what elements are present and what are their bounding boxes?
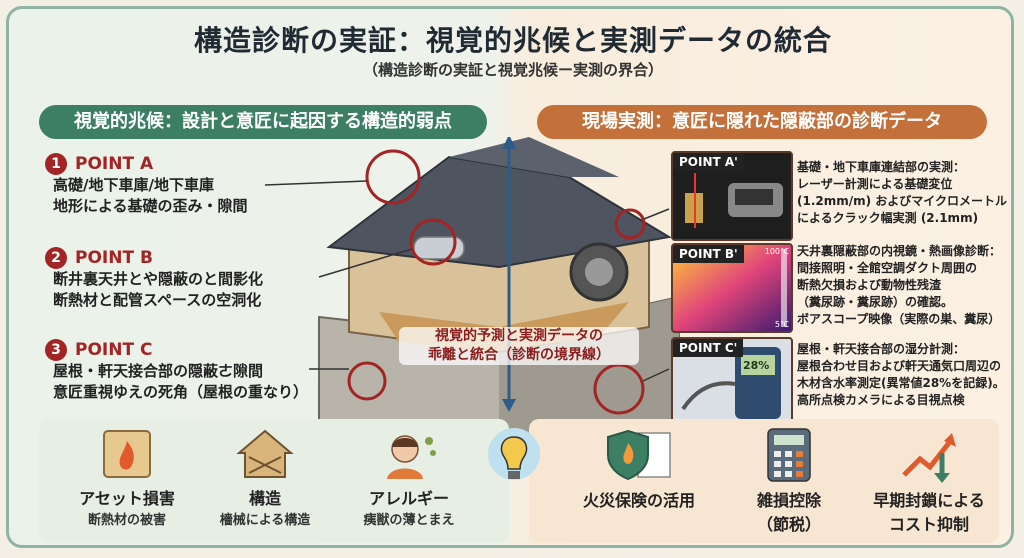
point-c-title: POINT C	[75, 340, 153, 360]
allergy-item: アレルギー 痍獣の薄とまえ	[339, 427, 479, 528]
point-b-prime-line-1: 天井裏隠蔽部の内視鏡・熱画像診断：	[797, 244, 1002, 258]
point-a-line-2: 地形による基礎の歪み・隙間	[53, 197, 248, 215]
center-note-line-1: 視覚的予測と実測データの	[435, 328, 603, 344]
point-a-prime-line-1: 基礎・地下車庫連結部の実測：	[797, 160, 966, 174]
point-c-line-2: 意匠重視ゆえの死角（屋根の重なり）	[53, 383, 309, 401]
point-b-line-2: 断熱材と配管スペースの空洞化	[53, 291, 262, 309]
casualty-deduction-sub: （節税）	[756, 515, 821, 534]
cost-arrows-icon	[902, 433, 956, 483]
left-banner: 視覚的兆候：設計と意匠に起因する構造的弱点	[39, 105, 487, 139]
point-c-prime-meter: POINT C' 28%	[671, 337, 793, 427]
point-a: 1 POINT A 高礎/地下車庫/地下車庫 地形による基礎の歪み・隙間	[45, 153, 248, 217]
point-b-prime-line-2: 間接照明・全館空調ダクト周囲の	[797, 261, 978, 275]
asset-damage-item: アセット損害 断熱材の被害	[67, 427, 187, 528]
point-b-prime-text: 天井裏隠蔽部の内視鏡・熱画像診断： 間接照明・全館空調ダクト周囲の 断熱欠損およ…	[797, 243, 1011, 328]
fire-insurance-title: 火災保険の活用	[582, 491, 695, 510]
point-a-title: POINT A	[75, 154, 154, 174]
point-c-prime-text: 屋根・軒天接合部の湿分計測： 屋根合わせ目および軒天通気口周辺の 木材含水率測定…	[797, 341, 1011, 409]
center-note: 視覚的予測と実測データの 乖離と統合（診断の境界線）	[399, 327, 639, 365]
point-b: 2 POINT B 断井裏天井とや隠蔽のと間影化 断熱材と配管スペースの空洞化	[45, 247, 263, 311]
thermal-scale-top: 100℃	[764, 247, 789, 256]
point-c: 3 POINT C 屋根・軒天接合部の隠蔽ㄜ隙間 意匠重視ゆえの死角（屋根の重なり…	[45, 339, 308, 403]
point-c-prime-line-1: 屋根・軒天接合部の湿分計測：	[797, 342, 966, 356]
asset-damage-title: アセット損害	[79, 489, 175, 508]
casualty-deduction-item: 雑損控除 （節税）	[729, 427, 849, 535]
point-c-prime-line-3: 木材含水率測定(異常値28%を記録)。	[797, 376, 1005, 390]
point-b-prime-line-5: ボアスコープ映像（実際の巣、糞尿）	[797, 312, 1001, 326]
point-b-title: POINT B	[75, 248, 153, 268]
point-a-prime-line-2: レーザー計測による基礎変位	[797, 177, 953, 191]
point-b-prime-line-3: 断熱欠損および動物性残渣	[797, 278, 942, 292]
infographic-frame: 構造診断の実証：視覚的兆候と実測データの統合 （構造診断の実証と視覚兆候ー実測の…	[6, 6, 1014, 548]
structure-title: 構造	[248, 489, 281, 508]
magnifier-overlays	[264, 149, 670, 415]
point-a-prime-line-4: によるクラック幅実測 (2.1mm)	[797, 211, 979, 225]
cost-control-sub: コスト抑制	[888, 515, 969, 534]
page-subtitle: （構造診断の実証と視覚兆候ー実測の界合）	[362, 61, 663, 79]
page-title: 構造診断の実証：視覚的兆候と実測データの統合	[193, 24, 832, 57]
structure-item: 構造 檣械による構造	[205, 427, 325, 528]
fire-damage-icon	[103, 430, 151, 478]
point-b-number: 2	[45, 247, 67, 269]
point-a-prime-text: 基礎・地下車庫連結部の実測： レーザー計測による基礎変位 (1.2mm/m) お…	[797, 159, 1011, 227]
fire-insurance-item: 火災保険の活用	[569, 427, 709, 511]
cost-control-title: 早期封鎖による	[873, 491, 985, 510]
lightbulb-icon	[488, 428, 540, 480]
calculator-icon	[767, 428, 811, 482]
allergy-sub: 痍獣の薄とまえ	[363, 513, 455, 528]
allergy-person-icon	[387, 435, 436, 479]
point-b-prime-label: POINT B'	[673, 245, 744, 263]
point-a-number: 1	[45, 153, 67, 175]
point-a-prime-label: POINT A'	[673, 153, 744, 171]
structure-sub: 檣械による構造	[219, 513, 311, 528]
point-c-prime-line-4: 高所点検カメラによる目視点検	[797, 393, 965, 407]
point-b-line-1: 断井裏天井とや隠蔽のと間影化	[53, 270, 264, 288]
insurance-shield-icon	[607, 429, 671, 481]
structure-house-icon	[236, 429, 294, 478]
point-a-prime-line-3: (1.2mm/m) およびマイクロメートル	[797, 194, 1008, 208]
allergy-title: アレルギー	[368, 489, 449, 508]
point-a-line-1: 高礎/地下車庫/地下車庫	[53, 176, 214, 194]
meter-reading: 28%	[743, 359, 770, 372]
point-c-prime-label: POINT C'	[673, 339, 744, 357]
thermal-scale-bottom: 5℃	[774, 320, 789, 329]
asset-damage-sub: 断熱材の被害	[87, 513, 166, 528]
right-banner: 現場実測：意匠に隠れた隠蔽部の診断データ	[537, 105, 987, 139]
point-a-prime-photo: POINT A'	[671, 151, 793, 241]
cost-control-item: 早期封鎖による コスト抑制	[859, 427, 999, 535]
center-note-line-2: 乖離と統合（診断の境界線）	[428, 347, 610, 363]
point-b-prime-line-4: （糞尿跡・糞尿跡）の確認。	[797, 295, 954, 309]
point-c-number: 3	[45, 339, 67, 361]
point-c-line-1: 屋根・軒天接合部の隠蔽ㄜ隙間	[53, 362, 264, 380]
casualty-deduction-title: 雑損控除	[756, 491, 821, 510]
point-c-prime-line-2: 屋根合わせ目および軒天通気口周辺の	[797, 359, 1002, 373]
point-b-prime-thermal: POINT B' 100℃ 5℃	[671, 243, 793, 333]
